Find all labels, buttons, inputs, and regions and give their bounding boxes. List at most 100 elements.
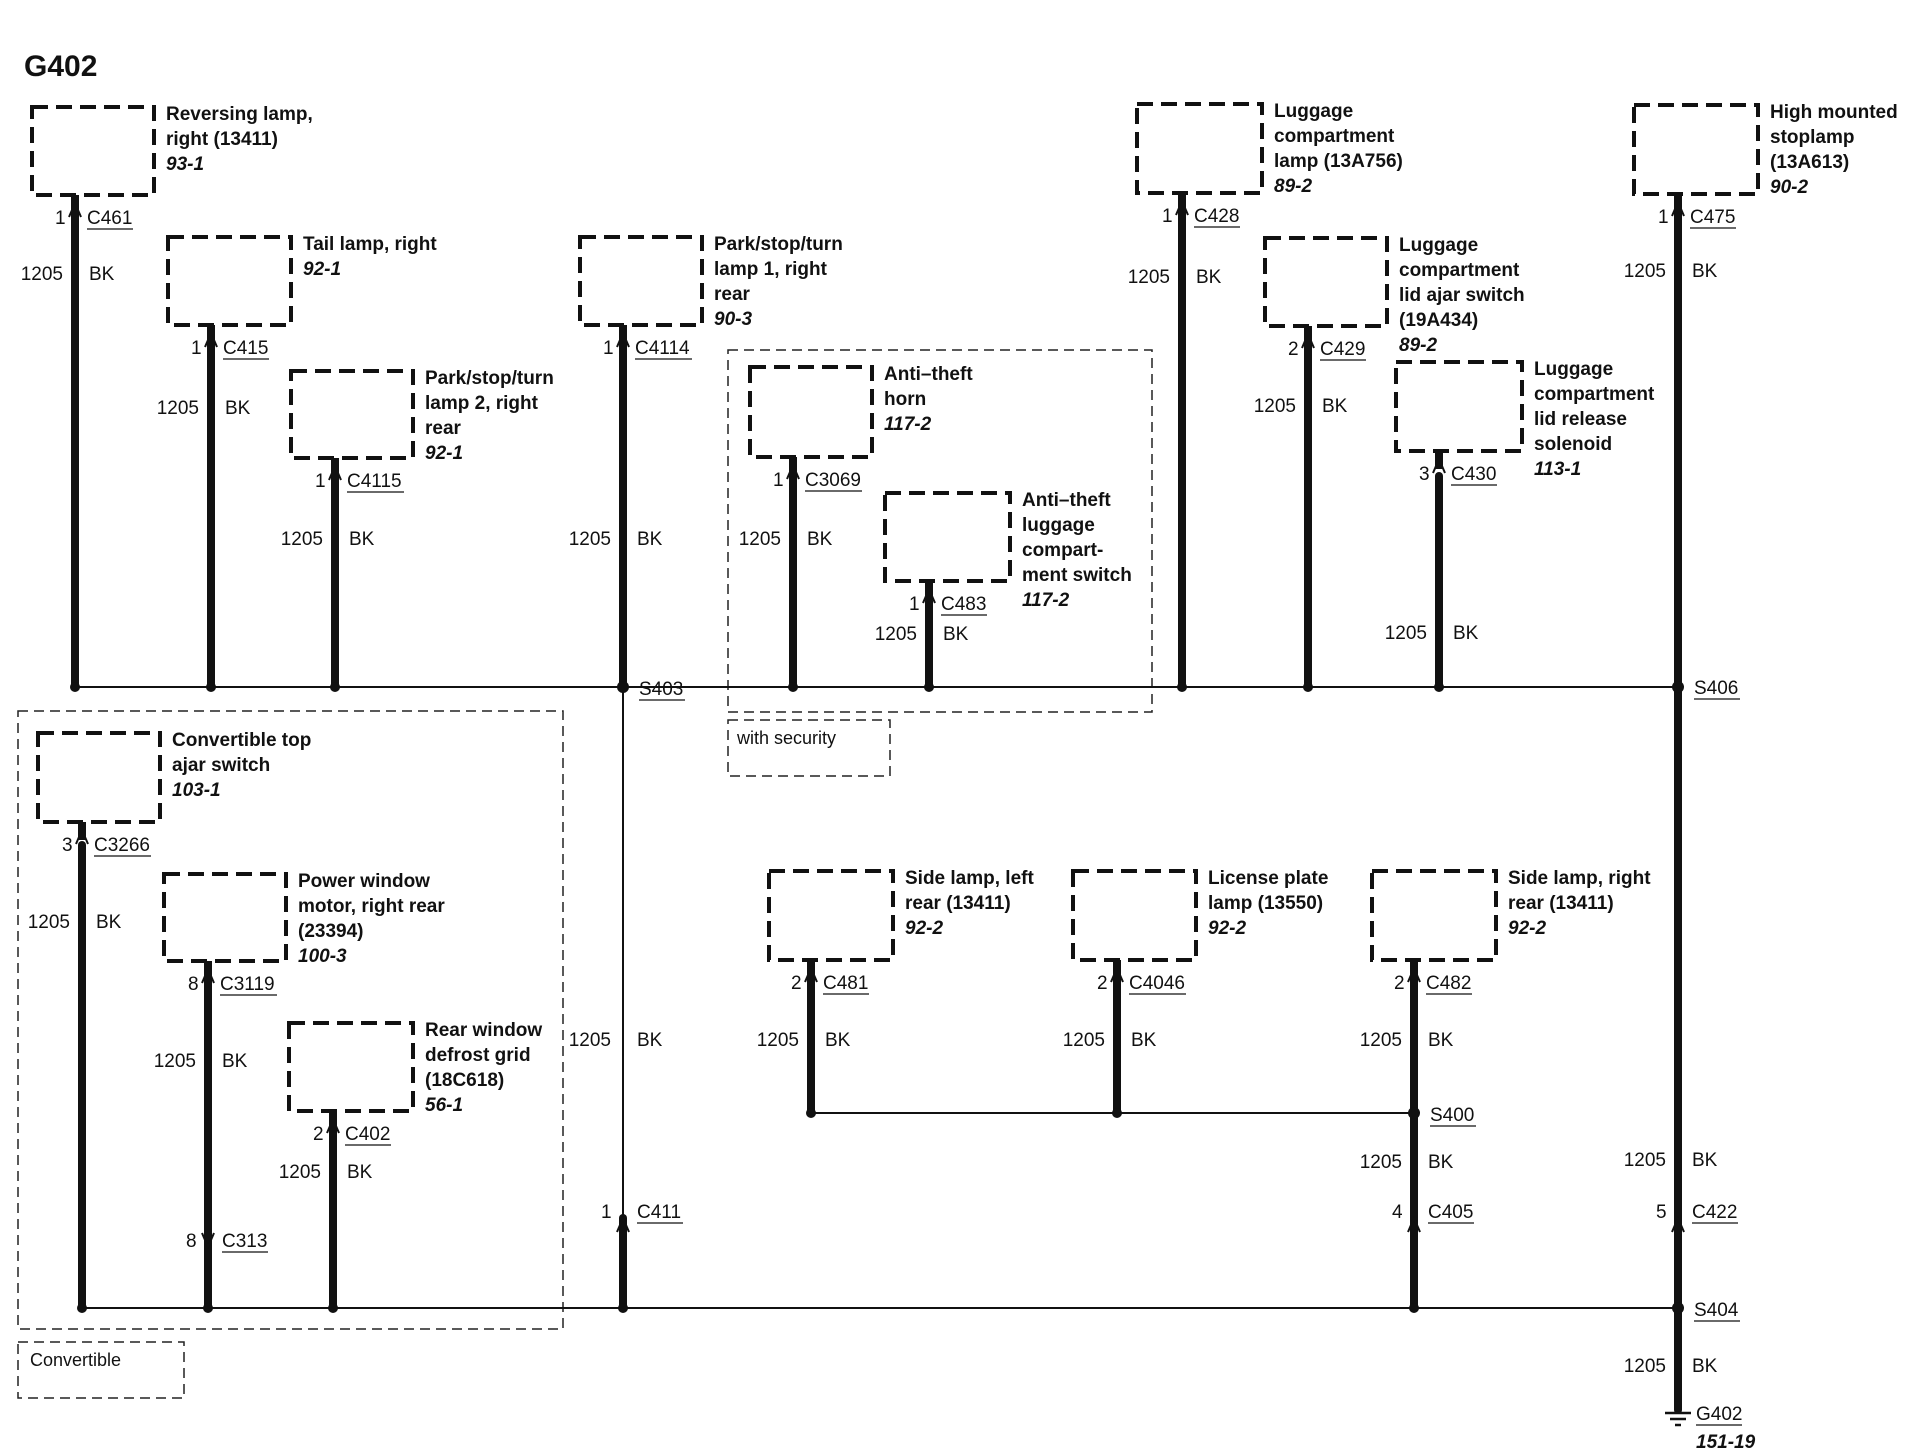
junction-dot [328,1303,338,1313]
junction-dot [1177,682,1187,692]
connector-id: C481 [823,973,868,994]
connector-pin: 2 [1097,973,1108,994]
component-ref: 93-1 [166,154,204,175]
component-label: compart- [1022,540,1103,561]
wire-color: BK [1453,623,1479,644]
component-box [289,369,415,460]
wire-number: 1205 [1624,1150,1666,1171]
component-label: compartment [1399,260,1520,281]
connector-id: C461 [87,208,132,229]
component-label: lid release [1534,409,1627,430]
component-box [36,731,162,824]
component-ref: 89-2 [1399,335,1437,356]
junction-dot [1434,682,1444,692]
connector-pin: 5 [1656,1202,1667,1223]
wire-color: BK [1428,1152,1454,1173]
connector-id: C415 [223,338,268,359]
connector-pin: 1 [603,338,614,359]
wire-number: 1205 [28,912,70,933]
connector-id: C405 [1428,1202,1473,1223]
component-ref: 117-2 [1022,590,1070,611]
junction-dot [77,1303,87,1313]
component-box [883,491,1012,583]
component-label: Convertible top [172,730,311,751]
component-ref: 103-1 [172,780,221,801]
ground-symbol-icon [1665,1411,1691,1427]
junction-dot [70,682,80,692]
component-ref: 92-1 [425,443,463,464]
junction-dot [1303,682,1313,692]
component-box [578,235,704,327]
component-label: lamp 2, right [425,393,539,414]
connector-id: C3119 [220,974,275,995]
connector-pin: 1 [191,338,202,359]
convertible-option-label-box [17,1341,185,1399]
connector-pin: 1 [55,208,66,229]
wire-color: BK [1131,1030,1157,1051]
component-box [166,235,293,327]
connector-id: C4115 [347,471,402,492]
connector-pin: 3 [62,835,73,856]
splice-s403-dot [617,681,629,693]
wire-number: 1205 [1128,267,1170,288]
component-ref: 92-2 [1208,918,1246,939]
component-box [1135,102,1264,195]
component-ref: 56-1 [425,1095,463,1116]
connector-id: C428 [1194,206,1239,227]
component-box [1263,236,1389,328]
component-box [1370,869,1498,962]
connector-pin: 1 [315,471,326,492]
component-tail: Tail lamp, right 92-1 1 C415 [166,234,437,360]
component-label: horn [884,389,926,410]
component-label: Anti–theft [1022,490,1111,511]
wire-color: BK [1428,1030,1454,1051]
component-label: Luggage [1399,235,1478,256]
connector-arrow-icon [1671,1215,1685,1233]
component-box [767,869,895,962]
wire-color: BK [347,1162,373,1183]
security-option-label-box [727,719,891,777]
component-box [162,872,288,963]
wire-number: 1205 [21,264,63,285]
junction-dot [206,682,216,692]
component-ref: 92-1 [303,259,341,280]
component-label: Tail lamp, right [303,234,437,255]
connector-pin: 2 [1288,339,1299,360]
diagram-title: G402 [24,50,97,83]
component-label: rear [425,418,462,439]
component-label: motor, right rear [298,896,445,917]
wire-number: 1205 [739,529,781,550]
component-label: lamp (13A756) [1274,151,1403,172]
splice-s406-label: S406 [1694,678,1738,699]
splice-s403-label: S403 [639,679,683,700]
connector-pin: 4 [1392,1202,1403,1223]
component-label: solenoid [1534,434,1612,455]
wire-number: 1205 [1385,623,1427,644]
connector-id: C313 [222,1231,267,1252]
connector-pin: 1 [1162,206,1173,227]
component-label: luggage [1022,515,1095,536]
wire-color: BK [1322,396,1348,417]
component-label: Side lamp, left [905,868,1034,889]
connector-id: C4114 [635,338,690,359]
wire-number: 1205 [1360,1030,1402,1051]
connector-id: C430 [1451,464,1496,485]
